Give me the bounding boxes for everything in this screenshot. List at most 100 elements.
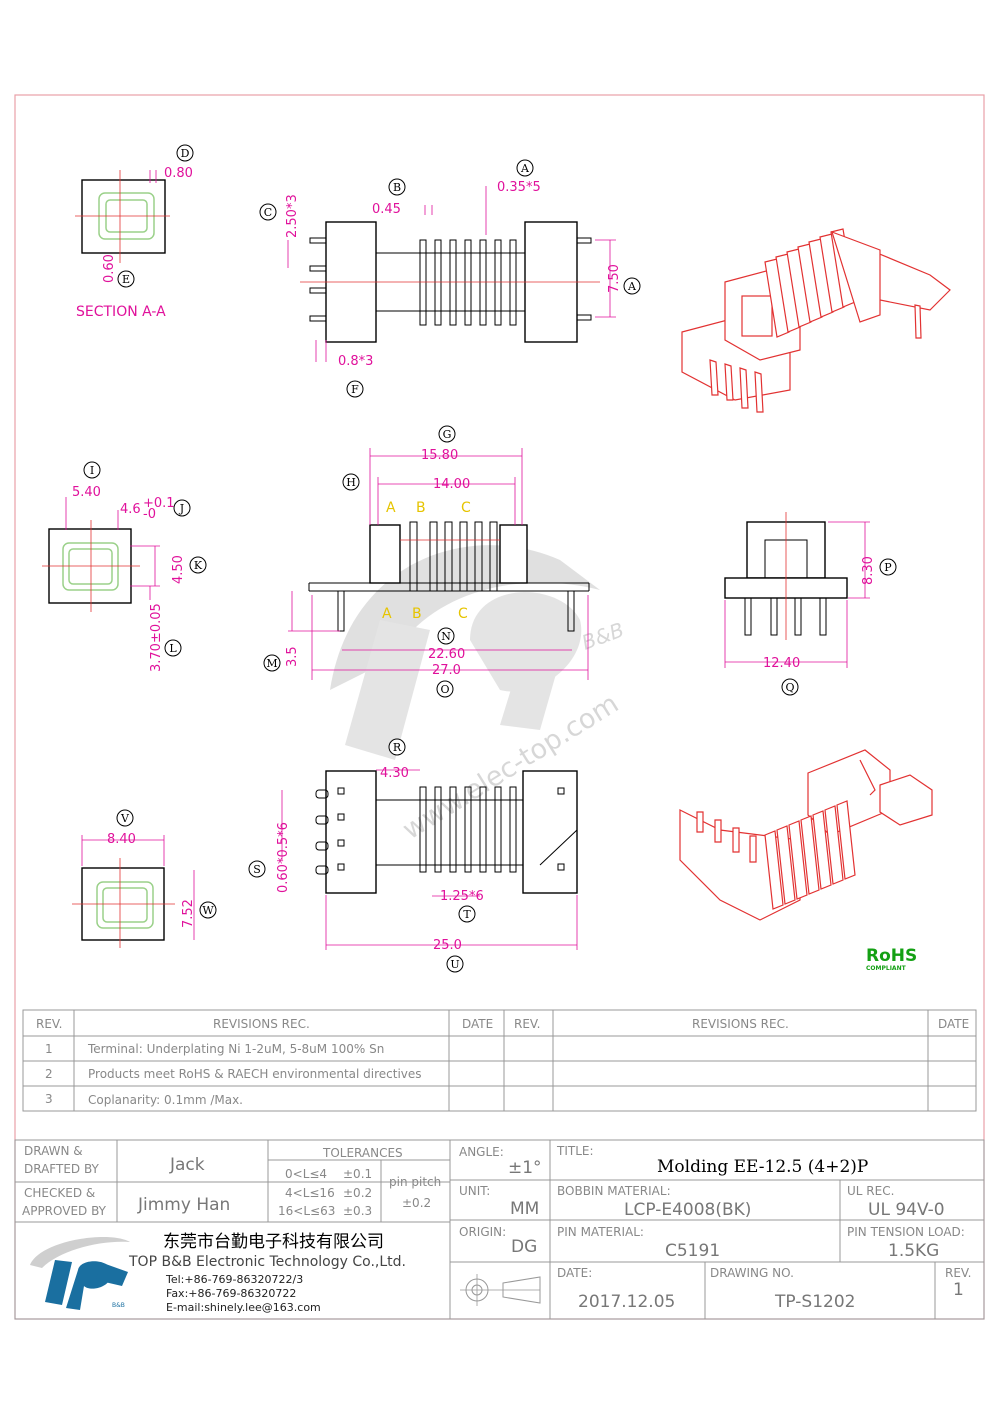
- bobbin-label: BOBBIN MATERIAL:: [557, 1184, 671, 1198]
- side-view-left: 5.40 4.6 +0.1 -0 4.50 3.70±0.05: [42, 485, 186, 672]
- callout-letter: B: [393, 181, 401, 194]
- fin-front-2: [444, 521, 453, 592]
- section-mark-c-bottom: C: [458, 606, 468, 622]
- dim-k-4-50: 4.50: [171, 555, 186, 584]
- fin-top-2: [449, 239, 457, 326]
- fin-top-0: [419, 239, 427, 326]
- pin-top-right-0: [576, 237, 592, 244]
- fin-3d-bottom-5: [824, 805, 844, 885]
- dim-u-25-0: 25.0: [433, 938, 462, 953]
- ul-label: UL REC.: [847, 1184, 894, 1198]
- tol-val-1: ±0.1: [343, 1167, 372, 1181]
- rev-row-1-num: 1: [45, 1042, 53, 1056]
- pad-square-right-0: [557, 787, 565, 795]
- callout-letter: W: [202, 904, 214, 917]
- fin-front-5: [489, 521, 498, 592]
- fin-3d-bottom-2: [788, 820, 808, 900]
- date-val: 2017.12.05: [578, 1292, 675, 1312]
- pin-pitch-val: ±0.2: [402, 1196, 431, 1210]
- callout-letter: J: [179, 502, 184, 515]
- section-mark-a-top: A: [386, 500, 396, 516]
- callout-w-23: W: [199, 901, 217, 919]
- fin-bottom-2: [449, 786, 457, 873]
- section-mark-a-bottom: A: [382, 606, 392, 622]
- fin-top-1: [434, 239, 442, 326]
- callout-p-16: P: [879, 558, 897, 576]
- unit-label: UNIT:: [459, 1184, 490, 1198]
- dim-v-8-40: 8.40: [107, 832, 136, 847]
- drawn-label-1: DRAWN &: [24, 1144, 83, 1158]
- callout-e-1: E: [117, 270, 135, 288]
- callout-q-17: Q: [781, 678, 799, 696]
- dim-f-0-8x3: 0.8*3: [338, 354, 373, 369]
- pin-top-left-1: [309, 265, 327, 272]
- fin-bottom-3: [464, 786, 472, 873]
- revisions-table: REV. REVISIONS REC. DATE REV. REVISIONS …: [22, 1009, 977, 1112]
- callout-letter: K: [194, 559, 203, 572]
- rev-header-rev-2: REV.: [514, 1017, 540, 1031]
- callout-letter: E: [122, 273, 130, 286]
- rev-row-2-num: 2: [45, 1067, 53, 1081]
- callout-letter: P: [884, 561, 892, 574]
- tol-val-2: ±0.2: [343, 1186, 372, 1200]
- fin-bottom-6: [509, 786, 517, 873]
- rev-header-rev: REV.: [36, 1017, 62, 1031]
- callout-f-6: F: [346, 380, 364, 398]
- origin-label: ORIGIN:: [459, 1225, 506, 1239]
- callout-letter: C: [264, 206, 272, 219]
- pad-square-right-1: [557, 863, 565, 871]
- dim-m-3-5: 3.5: [285, 646, 300, 667]
- drawn-label-2: DRAFTED BY: [24, 1162, 100, 1176]
- pin-material-label: PIN MATERIAL:: [557, 1225, 644, 1239]
- callout-letter: I: [90, 464, 94, 477]
- callout-letter: U: [450, 958, 459, 971]
- tol-range-2: 4<L≤16: [285, 1186, 335, 1200]
- fin-bottom-1: [434, 786, 442, 873]
- title-label: TITLE:: [556, 1144, 594, 1158]
- callout-letter: S: [253, 863, 261, 876]
- fin-top-5: [494, 239, 502, 326]
- callout-g-7: G: [438, 425, 456, 443]
- fin-bottom-4: [479, 786, 487, 873]
- callout-i-9: I: [83, 461, 101, 479]
- callout-letter: V: [120, 812, 130, 825]
- dim-s-0-60: 0.60*0.5*6: [276, 822, 291, 893]
- callout-letter: D: [181, 147, 190, 160]
- title-val: Molding EE-12.5 (4+2)P: [657, 1157, 868, 1177]
- callout-letter: A: [520, 162, 530, 175]
- section-mark-c-top: C: [461, 500, 471, 516]
- callout-o-15: O: [436, 680, 454, 698]
- dim-w-7-52: 7.52: [181, 899, 196, 928]
- dim-i-5-40: 5.40: [72, 485, 101, 500]
- drawn-by: Jack: [169, 1155, 205, 1175]
- angle-val: ±1°: [508, 1158, 542, 1178]
- dim-a-7-50: 7.50: [607, 264, 622, 293]
- dim-l-3-70: 3.70±0.05: [149, 603, 164, 672]
- angle-label: ANGLE:: [459, 1145, 504, 1159]
- pad-bottom-left-2: [315, 841, 329, 851]
- watermark-bb: B&B: [579, 617, 628, 654]
- fin-3d-bottom-3: [800, 815, 820, 895]
- checked-label-1: CHECKED &: [24, 1186, 95, 1200]
- section-mark-b-bottom: B: [412, 606, 422, 622]
- bottom-view: 4.30 0.60*0.5*6 1.25*6 25.0: [276, 766, 578, 953]
- fin-bottom-5: [494, 786, 502, 873]
- pad-bottom-left-3: [315, 865, 329, 875]
- callout-letter: T: [463, 908, 471, 921]
- top-view: 0.35*5 0.45 2.50*3 7.50 0.8*3: [285, 180, 622, 369]
- callout-v-22: V: [116, 809, 134, 827]
- drawing-no-val: TP-S1202: [774, 1292, 855, 1312]
- checked-by: Jimmy Han: [137, 1195, 230, 1215]
- callout-d-0: D: [176, 144, 194, 162]
- callout-letter: N: [441, 630, 451, 643]
- pin-top-left-3: [309, 315, 327, 322]
- fin-3d-top-end: [831, 231, 881, 323]
- callout-t-20: T: [458, 905, 476, 923]
- callout-j-10: J: [173, 499, 191, 517]
- callout-n-14: N: [437, 627, 455, 645]
- company-tel: Tel:+86-769-86320722/3: [165, 1273, 303, 1286]
- fin-front-4: [474, 521, 483, 592]
- pad-square-left-2: [337, 839, 345, 847]
- drawing-no-label: DRAWING NO.: [710, 1266, 794, 1280]
